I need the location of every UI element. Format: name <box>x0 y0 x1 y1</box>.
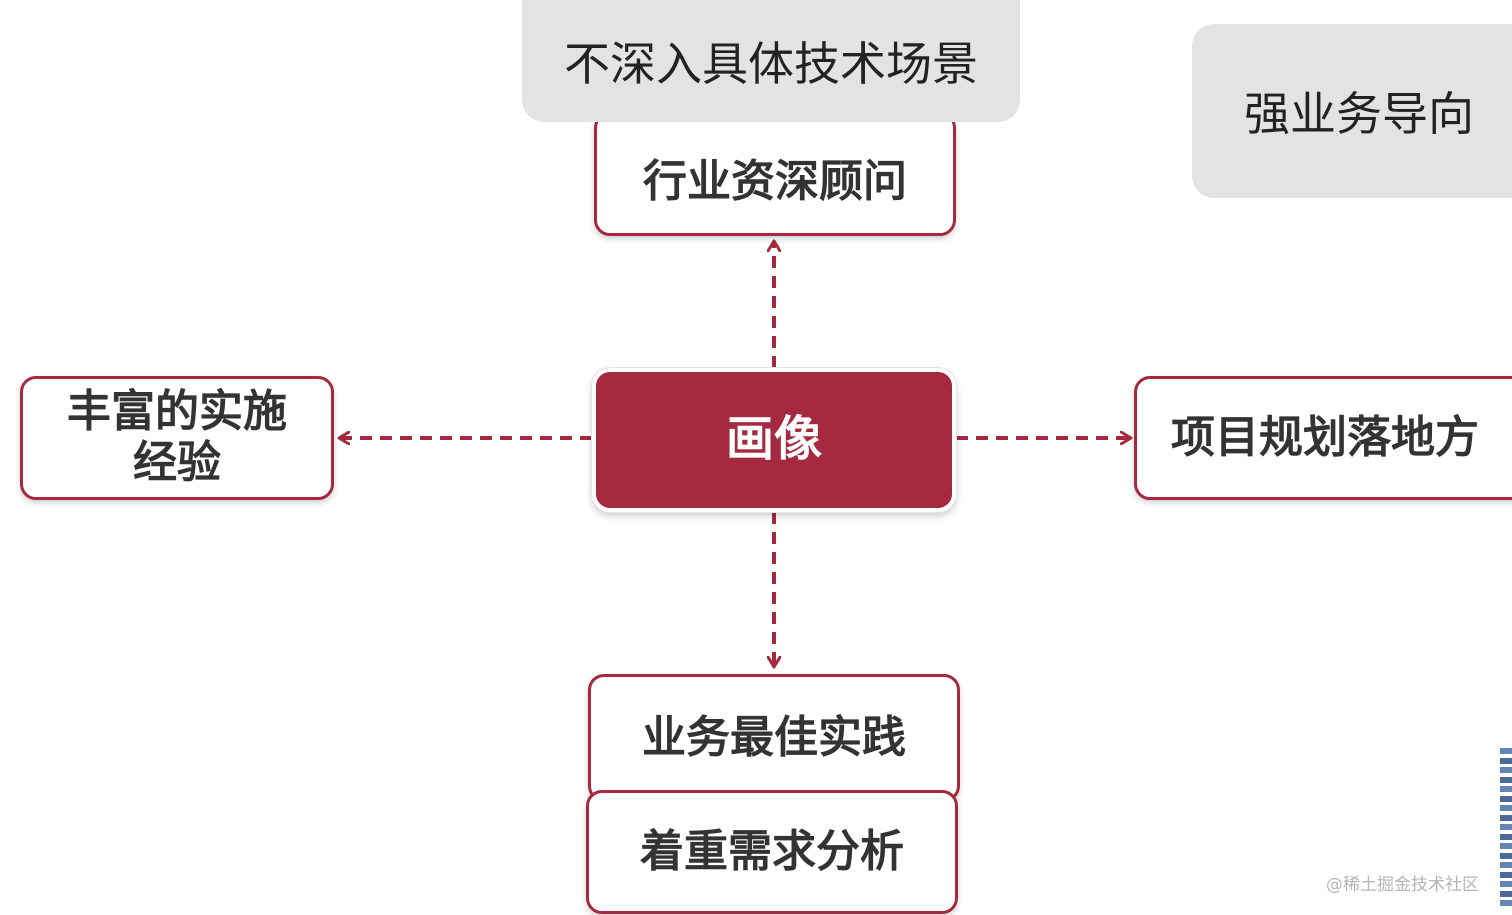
node-bottom-sub: 着重需求分析 <box>586 790 958 914</box>
tag-right-label: 强业务导向 <box>1244 87 1474 141</box>
node-bottom-sub-label: 着重需求分析 <box>640 825 904 877</box>
node-left-line2: 经验 <box>133 437 221 488</box>
node-top-label: 行业资深顾问 <box>643 155 907 207</box>
node-top: 行业资深顾问 <box>594 112 956 236</box>
node-center-label: 画像 <box>725 411 822 468</box>
edge-artifact <box>1500 748 1512 908</box>
tag-top-label: 不深入具体技术场景 <box>564 37 978 91</box>
node-left-line1: 丰富的实施 <box>67 386 287 438</box>
tag-right: 强业务导向 <box>1192 24 1512 198</box>
node-center: 画像 <box>592 368 956 512</box>
watermark-text: @稀土掘金技术社区 <box>1326 875 1479 895</box>
tag-top: 不深入具体技术场景 <box>522 0 1020 122</box>
node-left: 丰富的实施 经验 <box>20 376 334 500</box>
node-bottom-label: 业务最佳实践 <box>642 711 906 763</box>
node-right-label: 项目规划落地方 <box>1171 411 1479 463</box>
node-bottom: 业务最佳实践 <box>588 674 960 802</box>
node-right: 项目规划落地方 <box>1134 376 1512 500</box>
